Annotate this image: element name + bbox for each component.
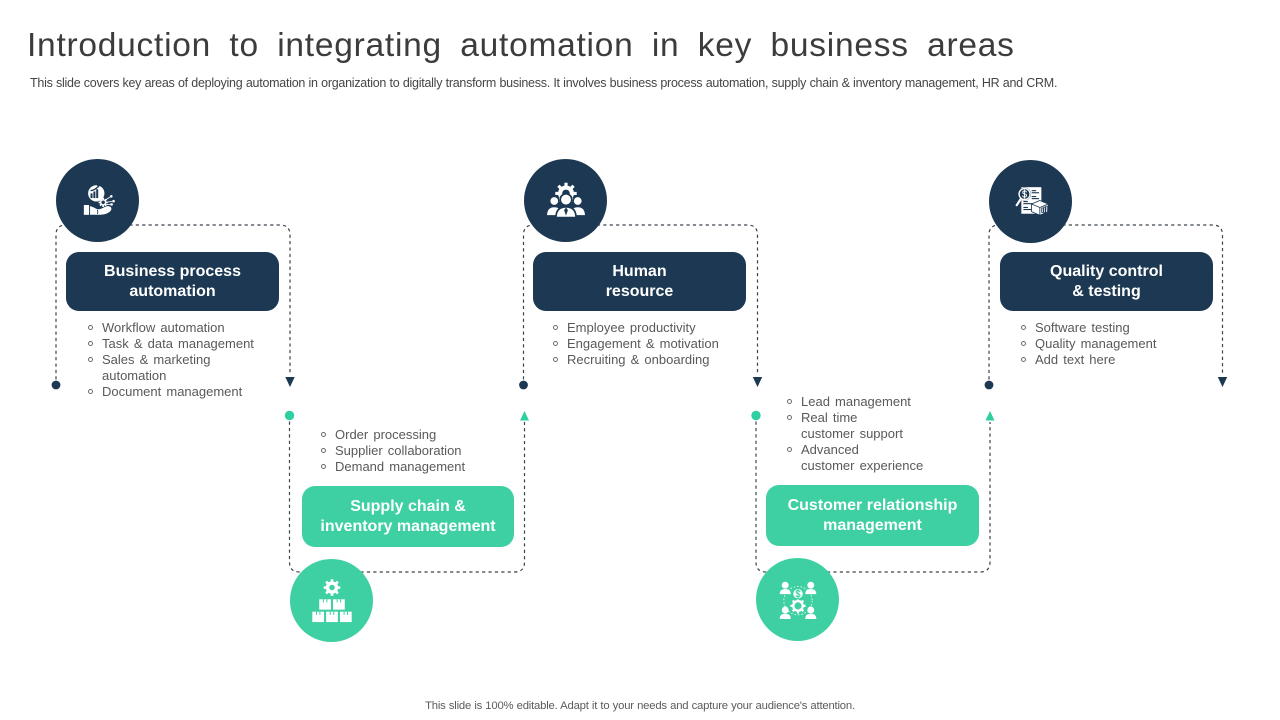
- report-magnifier-cube-icon: [1015, 186, 1049, 216]
- bullet-item: Add text here: [1020, 351, 1156, 368]
- supply-chain-label: Supply chain & inventory management: [302, 486, 514, 547]
- connector-arrow-supply-chain: [520, 411, 529, 421]
- gear-packages-icon: [311, 578, 352, 622]
- label-line: management: [823, 516, 922, 534]
- bullet-item: Advanced: [786, 441, 923, 458]
- team-gear-icon: [545, 182, 586, 218]
- bullet-text: Employee productivity: [567, 320, 696, 335]
- label-line: & testing: [1072, 282, 1141, 300]
- bullet-text: Engagement & motivation: [567, 335, 719, 351]
- connector-arrow-quality: [1217, 377, 1228, 387]
- bullet-text: Task & data management: [102, 335, 254, 351]
- bullet-item: Task & data management: [87, 335, 254, 352]
- bullet-text: Lead management: [801, 394, 911, 409]
- label-line: resource: [605, 282, 674, 300]
- bullet-text: Add text here: [1035, 351, 1116, 367]
- bullet-item-continuation: customer support: [801, 426, 923, 442]
- label-line: Supply chain &: [350, 498, 466, 515]
- human-resource-icon-badge: [524, 159, 607, 242]
- label-line: automation: [129, 282, 216, 300]
- bullet-item-continuation: automation: [102, 368, 254, 384]
- human-resource-bullet-list: Employee productivity Engagement & motiv…: [552, 320, 719, 368]
- connector-path-business-process: [55, 224, 291, 380]
- crm-bullet-list: Lead management Real time customer suppo…: [786, 394, 923, 474]
- bullet-text: Sales & marketing: [102, 351, 211, 367]
- hand-growth-gear-icon: [83, 184, 115, 215]
- label-line: Business process: [104, 263, 241, 280]
- connector-path-quality: [988, 224, 1224, 380]
- bullet-text: Supplier collaboration: [335, 442, 462, 458]
- bullet-item-continuation: customer experience: [801, 458, 923, 474]
- label-line: Human: [612, 263, 667, 280]
- bullet-item: Workflow automation: [87, 320, 254, 336]
- connector-arrow-crm: [985, 411, 995, 421]
- business-process-icon-badge: [56, 159, 139, 242]
- slide-title: Introduction to integrating automation i…: [27, 26, 1015, 64]
- connector-arrow-human-resource: [752, 377, 763, 387]
- label-line: inventory management: [320, 517, 496, 535]
- bullet-text: Workflow automation: [102, 320, 225, 335]
- crm-icon-badge: [756, 558, 839, 641]
- bullet-text: Software testing: [1035, 320, 1130, 335]
- connector-dot-quality: [984, 380, 994, 390]
- connector-dot-human-resource: [519, 380, 528, 390]
- bullet-item: Lead management: [786, 394, 923, 410]
- connector-dot-business-process: [51, 380, 61, 390]
- bullet-item: Recruiting & onboarding: [552, 351, 719, 368]
- bullet-text: Recruiting & onboarding: [567, 351, 710, 367]
- business-process-label: Business process automation: [66, 252, 279, 311]
- customers-network-gear-icon: [779, 581, 816, 619]
- connector-path-supply-chain: [288, 421, 526, 573]
- human-resource-label: Human resource: [533, 252, 746, 311]
- connector-path-crm: [755, 421, 991, 573]
- label-line: Customer relationship: [787, 497, 958, 514]
- bullet-text: customer experience: [801, 457, 924, 473]
- bullet-item: Supplier collaboration: [320, 442, 465, 459]
- bullet-item: Demand management: [320, 458, 466, 475]
- slide-footer: This slide is 100% editable. Adapt it to…: [425, 700, 855, 712]
- bullet-text: Quality management: [1035, 335, 1157, 351]
- bullet-item: Real time: [786, 409, 923, 426]
- connector-dot-crm: [751, 410, 761, 421]
- bullet-text: Document management: [102, 383, 243, 399]
- crm-label: Customer relationship management: [766, 485, 979, 546]
- quality-bullet-list: Software testing Quality management Add …: [1020, 320, 1157, 368]
- bullet-item: Engagement & motivation: [552, 335, 719, 352]
- label-line: Quality control: [1050, 263, 1163, 280]
- connector-path-human-resource: [522, 224, 759, 380]
- bullet-item: Order processing: [320, 427, 465, 443]
- bullet-text: automation: [102, 367, 167, 383]
- bullet-text: Real time: [801, 409, 858, 425]
- bullet-item: Document management: [87, 383, 254, 400]
- bullet-item: Quality management: [1020, 335, 1157, 352]
- bullet-item: Sales & marketing: [87, 351, 254, 368]
- bullet-item: Software testing: [1020, 320, 1156, 336]
- bullet-text: Demand management: [335, 458, 466, 474]
- bullet-text: Advanced: [801, 441, 859, 457]
- supply-chain-bullet-list: Order processing Supplier collaboration …: [320, 427, 466, 475]
- bullet-text: Order processing: [335, 427, 437, 442]
- slide-subtitle: This slide covers key areas of deploying…: [30, 75, 1058, 90]
- bullet-item: Employee productivity: [552, 320, 719, 336]
- connector-arrow-business-process: [285, 377, 295, 387]
- quality-label: Quality control & testing: [1000, 252, 1213, 311]
- bullet-text: customer support: [801, 425, 903, 441]
- supply-chain-icon-badge: [290, 559, 373, 642]
- connector-dot-supply-chain: [284, 410, 295, 421]
- quality-icon-badge: [989, 160, 1072, 243]
- business-process-bullet-list: Workflow automation Task & data manageme…: [87, 320, 254, 400]
